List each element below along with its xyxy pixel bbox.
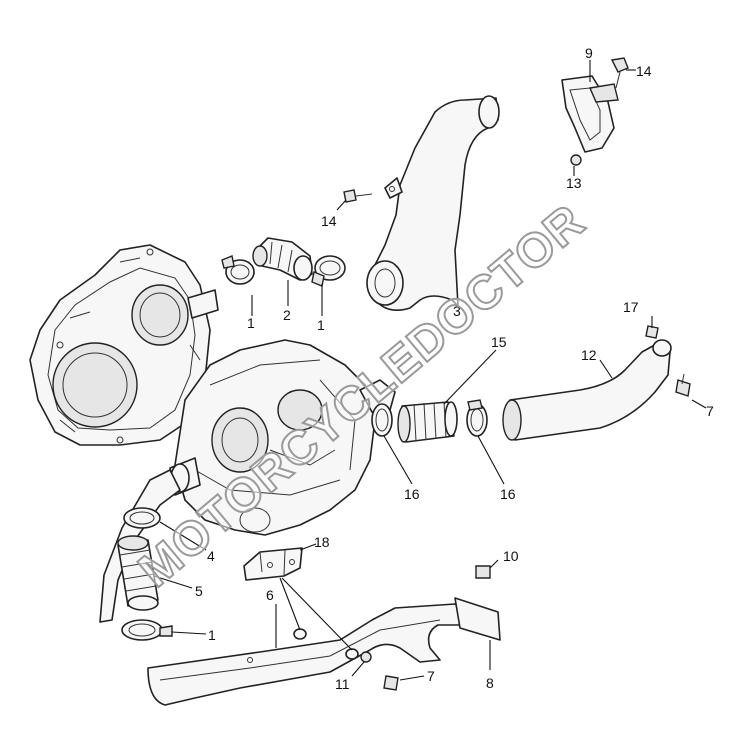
clamp-16-left <box>371 403 393 437</box>
callout-14: 14 <box>321 213 337 229</box>
callout-7: 7 <box>706 403 714 419</box>
callout-18: 18 <box>314 534 330 550</box>
clamp-right <box>311 255 346 287</box>
callout-3: 3 <box>453 303 461 319</box>
callout-7: 7 <box>427 668 435 684</box>
callout-15: 15 <box>491 334 507 350</box>
rubber-hose-5 <box>117 535 159 611</box>
callout-6: 6 <box>266 587 274 603</box>
callout-4: 4 <box>207 548 215 564</box>
plate-8 <box>454 597 501 641</box>
callout-17: 17 <box>623 299 639 315</box>
bolt-13 <box>570 154 582 166</box>
clamp-4 <box>123 507 161 529</box>
callout-11: 11 <box>335 676 350 692</box>
bolt-10 <box>475 565 491 579</box>
rubber-coupler <box>252 237 313 281</box>
callout-16: 16 <box>404 486 420 502</box>
bolt-7-lower <box>383 675 399 691</box>
callout-1: 1 <box>208 627 216 643</box>
bolt-14-upper <box>610 57 629 89</box>
clamp-16-right <box>466 399 488 437</box>
callout-8: 8 <box>486 675 494 691</box>
bolt-17 <box>645 325 659 339</box>
bracket-18 <box>243 547 303 581</box>
engine-block <box>169 339 396 536</box>
callout-12: 12 <box>581 347 597 363</box>
bolt-7-right <box>675 373 691 397</box>
callout-16: 16 <box>500 486 516 502</box>
callout-14: 14 <box>636 63 652 79</box>
rubber-sleeve <box>397 401 458 443</box>
bracket <box>561 75 619 153</box>
callout-2: 2 <box>283 307 291 323</box>
intake-duct-upper <box>366 95 500 311</box>
bolt-14-lower <box>343 189 373 203</box>
callout-5: 5 <box>195 583 203 599</box>
callout-1: 1 <box>317 317 325 333</box>
callout-9: 9 <box>585 45 593 61</box>
intake-tube <box>502 339 672 441</box>
clamp-left <box>221 255 255 285</box>
callout-numbers: 9 14 13 14 3 1 2 1 15 17 12 7 16 16 4 5 … <box>195 45 714 692</box>
lower-duct <box>147 603 463 706</box>
lower-hose-left <box>99 469 181 623</box>
crankcase-cover <box>29 244 219 446</box>
clamp-1-lower <box>121 619 173 641</box>
callout-10: 10 <box>503 548 519 564</box>
callout-1: 1 <box>247 315 255 331</box>
bolt-11 <box>360 651 372 663</box>
callout-13: 13 <box>566 175 582 191</box>
leader-lines <box>153 60 707 681</box>
